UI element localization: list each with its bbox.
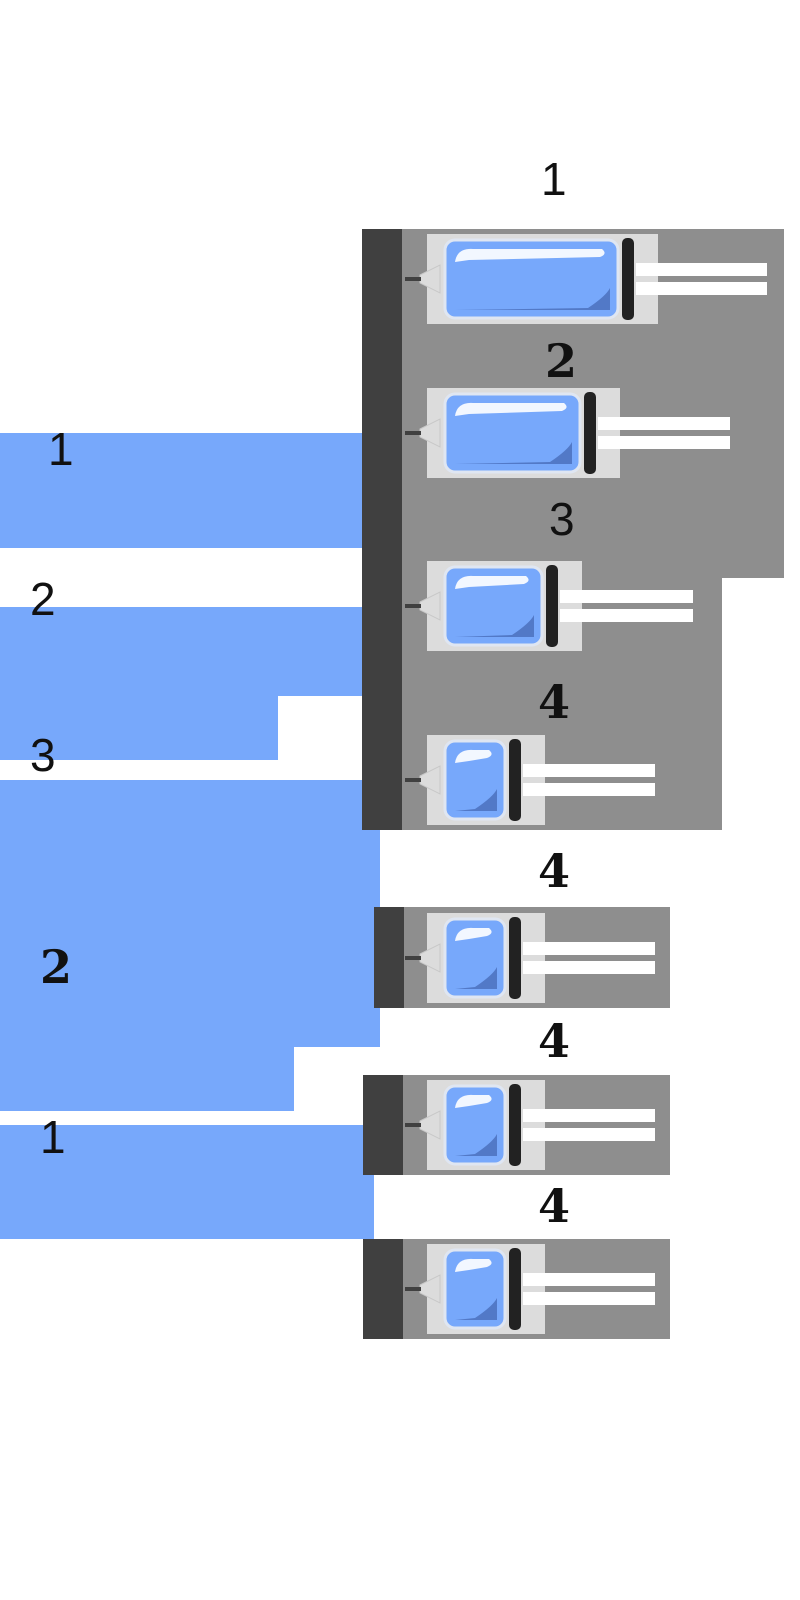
syringe-rod-bottom bbox=[598, 436, 730, 449]
left-label-2: 2 bbox=[30, 573, 56, 625]
syringe-highlight bbox=[455, 749, 492, 763]
syringe-plunger-stopper bbox=[509, 739, 521, 821]
syringe-rod-top bbox=[636, 263, 767, 276]
syringe-needle bbox=[405, 431, 421, 435]
syringe-liquid bbox=[455, 615, 534, 637]
syringe-label-5: 4 bbox=[538, 844, 571, 898]
syringe-liquid bbox=[455, 789, 497, 811]
syringe-rod-top bbox=[560, 590, 693, 603]
gray-panel-6-edge bbox=[363, 1075, 403, 1175]
syringe-label-2: 2 bbox=[545, 334, 578, 388]
syringe-rod-bottom bbox=[523, 783, 655, 796]
syringe-icon bbox=[405, 561, 693, 651]
syringe-plunger-stopper bbox=[584, 392, 596, 474]
syringe-needle bbox=[405, 604, 421, 608]
left-bar-3 bbox=[0, 780, 380, 1111]
syringe-rod-bottom bbox=[523, 961, 655, 974]
syringe-needle bbox=[405, 1287, 421, 1291]
syringe-icon bbox=[405, 388, 730, 478]
left-label-5: 1 bbox=[40, 1111, 66, 1163]
syringe-liquid bbox=[455, 1134, 497, 1156]
syringe-liquid bbox=[455, 288, 610, 310]
gray-panel-edge bbox=[362, 229, 402, 830]
background-layer bbox=[0, 229, 784, 1339]
syringe-rod-top bbox=[523, 764, 655, 777]
syringe-rod-bottom bbox=[523, 1292, 655, 1305]
left-bar-1 bbox=[0, 433, 362, 548]
left-bar-4 bbox=[0, 1125, 374, 1239]
syringe-rod-bottom bbox=[636, 282, 767, 295]
syringe-highlight bbox=[455, 402, 567, 416]
syringe-icon bbox=[405, 1244, 655, 1334]
syringe-highlight bbox=[455, 575, 529, 589]
syringe-liquid bbox=[455, 442, 572, 464]
syringe-plunger-stopper bbox=[546, 565, 558, 647]
gray-panel-7-edge bbox=[363, 1239, 403, 1339]
gray-panel-5-edge bbox=[374, 907, 404, 1008]
syringe-plunger-stopper bbox=[509, 917, 521, 999]
syringe-needle bbox=[405, 956, 421, 960]
syringe-layer bbox=[405, 234, 767, 1334]
syringe-icon bbox=[405, 913, 655, 1003]
left-label-1: 1 bbox=[48, 423, 74, 475]
syringe-icon bbox=[405, 1080, 655, 1170]
syringe-label-6: 4 bbox=[538, 1014, 571, 1068]
gray-panel-main bbox=[362, 229, 784, 830]
syringe-highlight bbox=[455, 1094, 492, 1108]
syringe-needle bbox=[405, 277, 421, 281]
syringe-rod-bottom bbox=[523, 1128, 655, 1141]
syringe-highlight bbox=[455, 1258, 492, 1272]
syringe-label-3: 3 bbox=[549, 493, 575, 545]
syringe-label-7: 4 bbox=[538, 1179, 571, 1233]
syringe-rod-top bbox=[598, 417, 730, 430]
syringe-label-1: 1 bbox=[541, 153, 567, 205]
syringe-icon bbox=[405, 735, 655, 825]
syringe-rod-bottom bbox=[560, 609, 693, 622]
syringe-needle bbox=[405, 778, 421, 782]
syringe-highlight bbox=[455, 248, 605, 262]
left-label-4: 2 bbox=[40, 940, 73, 994]
syringe-plunger-stopper bbox=[509, 1084, 521, 1166]
syringe-rod-top bbox=[523, 1109, 655, 1122]
syringe-needle bbox=[405, 1123, 421, 1127]
syringe-liquid bbox=[455, 967, 497, 989]
syringe-plunger-stopper bbox=[509, 1248, 521, 1330]
syringe-plunger-stopper bbox=[622, 238, 634, 320]
syringe-label-4: 4 bbox=[538, 675, 571, 729]
syringe-liquid bbox=[455, 1298, 497, 1320]
syringe-highlight bbox=[455, 927, 492, 941]
syringe-rod-top bbox=[523, 1273, 655, 1286]
left-label-3: 3 bbox=[30, 729, 56, 781]
syringe-rod-top bbox=[523, 942, 655, 955]
syringe-icon bbox=[405, 234, 767, 324]
left-bar-2 bbox=[0, 607, 364, 760]
